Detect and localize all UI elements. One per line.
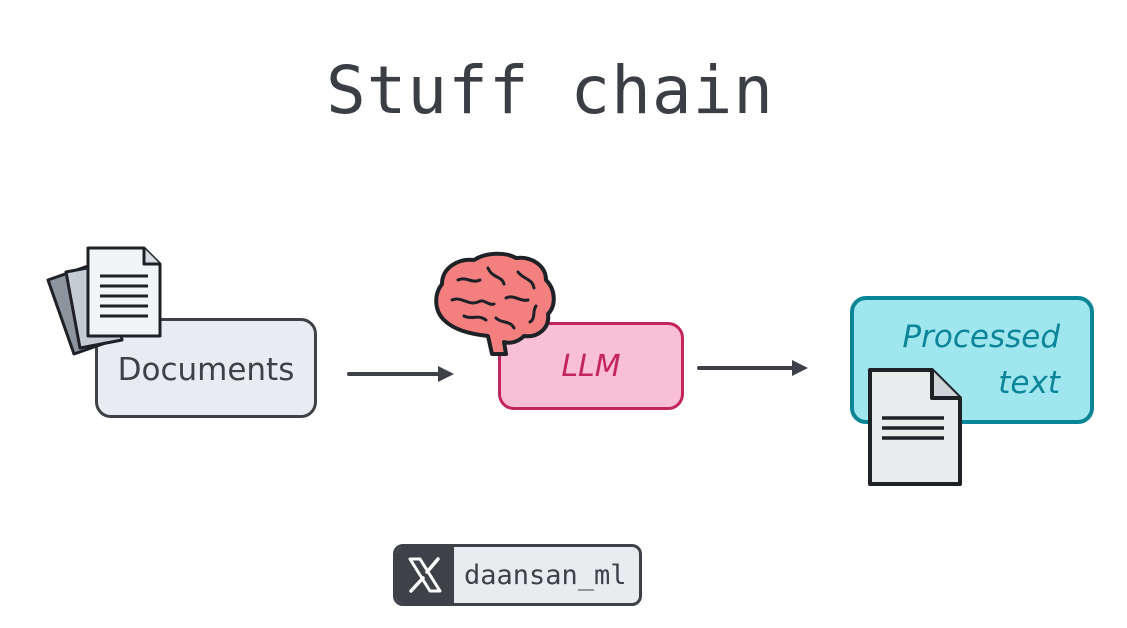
brain-icon — [434, 251, 556, 356]
diagram-title: Stuff chain — [325, 52, 775, 129]
handle-text: daansan_ml — [464, 559, 627, 591]
arrow-documents-to-llm — [347, 366, 454, 382]
documents-label: Documents — [117, 352, 295, 388]
output-label-line2: text — [998, 365, 1060, 401]
social-handle-badge[interactable]: daansan_ml — [393, 544, 642, 606]
output-label-line1: Processed — [902, 319, 1060, 355]
documents-node: Documents — [95, 318, 317, 418]
stacked-documents-icon — [46, 246, 162, 356]
llm-label: LLM — [561, 348, 621, 384]
document-icon — [868, 368, 962, 486]
x-logo-icon — [396, 547, 454, 603]
processed-text-node: Processed text — [850, 296, 1094, 424]
arrow-llm-to-output — [697, 360, 808, 376]
